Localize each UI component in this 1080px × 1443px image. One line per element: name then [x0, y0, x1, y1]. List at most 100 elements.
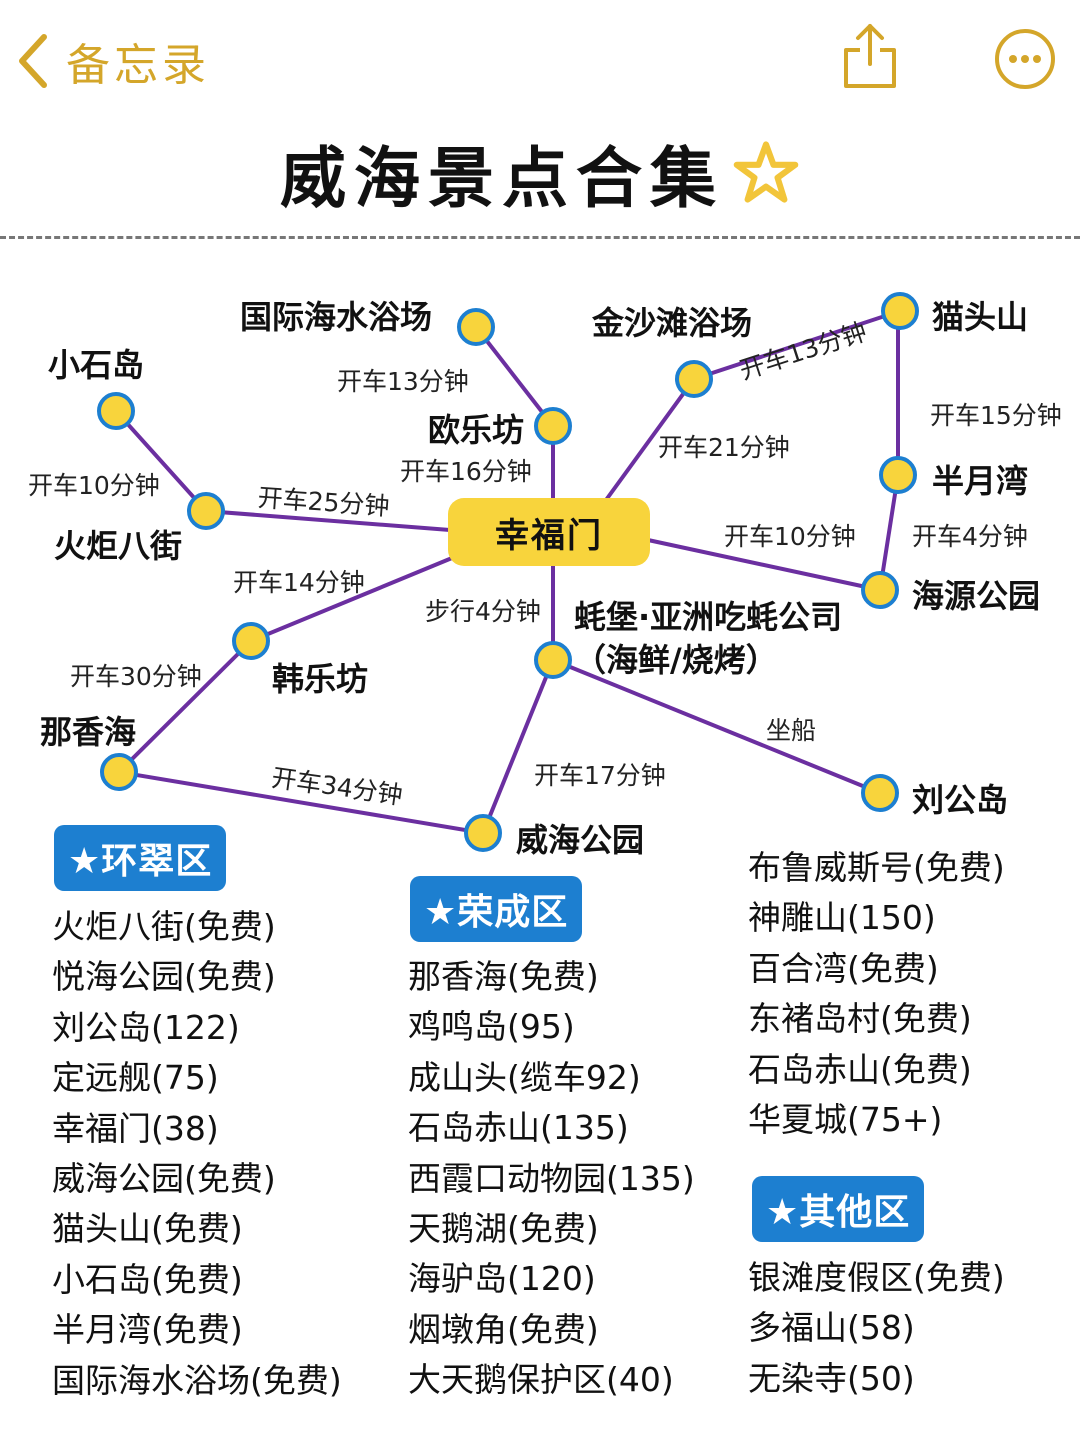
line-hub-haiyuan [647, 538, 881, 592]
place-oule: 欧乐坊 [428, 411, 525, 449]
place-huoju: 火炬八街 [54, 527, 183, 565]
line-huoju-hub [205, 509, 451, 532]
time-haiyuan-banyue: 开车4分钟 [912, 522, 1028, 551]
share-icon [844, 24, 896, 88]
line-guoji-oule [474, 325, 555, 428]
place-liugong: 刘公岛 [912, 781, 1009, 819]
time-hao: 步行4分钟 [425, 597, 541, 626]
list-item: 幸福门(38) [52, 1108, 219, 1148]
place-weihai-park: 威海公园 [516, 821, 645, 859]
list-item: 无染寺(50) [748, 1358, 915, 1398]
more-icon [995, 29, 1055, 89]
list-item: 多福山(58) [748, 1308, 915, 1348]
list-item: 天鹅湖(免费) [408, 1208, 599, 1248]
node-banyue [879, 456, 917, 494]
list-item: 海驴岛(120) [408, 1259, 596, 1299]
node-liugong [861, 774, 899, 812]
time-weihai: 开车17分钟 [534, 761, 666, 790]
line-jinsha-maotou [693, 309, 901, 381]
place-naxiang: 那香海 [40, 713, 137, 751]
place-xiaoshi: 小石岛 [48, 346, 145, 384]
list-item: 成山头(缆车92) [408, 1057, 641, 1097]
top-bar: 备忘录 [0, 0, 1080, 120]
list-rongcheng: 那香海(免费) 鸡鸣岛(95) 成山头(缆车92) 石岛赤山(135) 西霞口动… [408, 952, 695, 1406]
time-guoji: 开车13分钟 [337, 367, 469, 396]
more-options-button[interactable] [994, 28, 1056, 90]
node-jinsha-junction [675, 360, 713, 398]
place-haiyuan: 海源公园 [912, 577, 1041, 615]
list-item: 威海公园(免费) [52, 1158, 276, 1198]
line-hub-hanle [250, 556, 453, 643]
node-weihai-park [464, 814, 502, 852]
list-item: 半月湾(免费) [52, 1310, 243, 1350]
node-haiyuan [861, 571, 899, 609]
list-item: 石岛赤山(免费) [748, 1049, 972, 1089]
time-banyue: 开车15分钟 [930, 401, 1062, 430]
page-title-row: 威海景点合集 [0, 128, 1080, 218]
time-liugong: 坐船 [766, 716, 817, 745]
list-item: 银滩度假区(免费) [748, 1258, 1005, 1297]
place-banyue: 半月湾 [932, 462, 1029, 500]
time-oule: 开车16分钟 [400, 457, 532, 486]
line-xiaoshi-huoju [114, 409, 208, 513]
place-guoji: 国际海水浴场 [240, 298, 433, 336]
node-oule [534, 407, 572, 445]
chevron-left-icon [19, 34, 47, 88]
place-hanle: 韩乐坊 [272, 660, 369, 698]
list-item: 鸡鸣岛(95) [408, 1007, 575, 1047]
list-item: 百合湾(免费) [748, 948, 939, 988]
line-hanle-naxiang [117, 639, 253, 774]
node-huoju [187, 492, 225, 530]
node-hanle [232, 622, 270, 660]
list-item: 小石岛(免费) [52, 1259, 243, 1299]
list-item: 那香海(免费) [408, 957, 599, 996]
route-lines [97, 292, 919, 852]
hub-xingfumen: 幸福门 [448, 498, 650, 566]
list-item: 大天鹅保护区(40) [408, 1360, 674, 1400]
time-jinsha: 开车21分钟 [658, 433, 790, 462]
list-item: 火炬八街(免费) [52, 907, 276, 946]
list-item: 猫头山(免费) [52, 1209, 243, 1249]
list-item: 刘公岛(122) [52, 1007, 240, 1047]
node-naxiang [100, 753, 138, 791]
route-map [0, 240, 1080, 860]
line-hao-liugong [552, 658, 881, 795]
place-hao-line1: 蚝堡·亚洲吃蚝公司 [574, 598, 843, 636]
back-label: 备忘录 [66, 40, 210, 91]
share-button[interactable] [838, 20, 902, 92]
list-item: 华夏城(75+) [748, 1099, 943, 1139]
list-item: 国际海水浴场(免费) [52, 1360, 342, 1400]
time-haiyuan: 开车10分钟 [724, 522, 856, 551]
time-xiaoshi: 开车10分钟 [28, 471, 160, 500]
list-item: 布鲁威斯号(免费) [748, 848, 1005, 887]
star-icon [733, 141, 799, 203]
section-badge-other: ★其他区 [752, 1176, 925, 1242]
node-xiaoshi [97, 392, 135, 430]
line-naxiang-weihai [118, 770, 484, 835]
section-badge-huancui: ★环翠区 [54, 825, 227, 891]
line-hao-weihai [481, 659, 555, 834]
list-item: 西霞口动物园(135) [408, 1158, 695, 1198]
list-right-column: 布鲁威斯号(免费) 神雕山(150) 百合湾(免费) 东褚岛村(免费) 石岛赤山… [748, 843, 1005, 1145]
list-item: 神雕山(150) [748, 898, 936, 938]
line-banyue-haiyuan [878, 474, 900, 591]
place-maotou: 猫头山 [932, 298, 1029, 336]
line-hub-jinsha [604, 377, 696, 502]
node-maotou [881, 292, 919, 330]
time-naxiang: 开车30分钟 [70, 662, 202, 691]
section-badge-rongcheng: ★荣成区 [410, 876, 583, 942]
list-other: 银滩度假区(免费) 多福山(58) 无染寺(50) [748, 1253, 1005, 1404]
place-hao-line2: （海鲜/烧烤） [574, 641, 778, 679]
list-item: 石岛赤山(135) [408, 1108, 629, 1148]
back-button[interactable]: 备忘录 [14, 26, 210, 96]
dashed-divider [0, 236, 1080, 239]
place-jinsha: 金沙滩浴场 [592, 304, 753, 342]
time-hanle: 开车14分钟 [233, 568, 365, 597]
list-item: 烟墩角(免费) [408, 1309, 599, 1349]
list-item: 定远舰(75) [52, 1058, 219, 1098]
node-guoji [457, 308, 495, 346]
list-huancui: 火炬八街(免费) 悦海公园(免费) 刘公岛(122) 定远舰(75) 幸福门(3… [52, 902, 342, 1406]
list-item: 悦海公园(免费) [52, 957, 276, 997]
list-item: 东褚岛村(免费) [748, 999, 972, 1039]
node-hao [534, 641, 572, 679]
